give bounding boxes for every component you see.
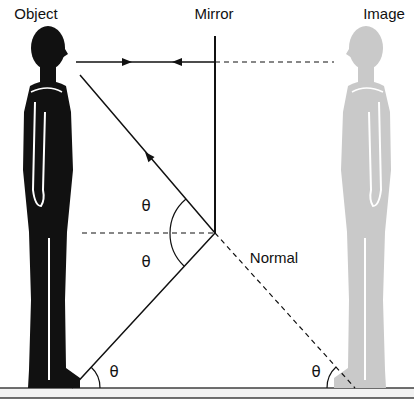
virtual-ray	[215, 61, 334, 62]
ray-arrowhead	[172, 58, 182, 66]
angle-arc	[170, 199, 186, 233]
ray-arrowhead	[122, 58, 132, 66]
angle-label: θ	[141, 198, 150, 215]
mirror-line	[214, 36, 216, 233]
image-label: Image	[363, 6, 405, 23]
floor	[0, 388, 414, 398]
normal-line	[82, 232, 215, 233]
object-label: Object	[14, 6, 57, 23]
angle-arc	[327, 367, 336, 388]
light-ray	[72, 75, 215, 388]
object-person	[23, 26, 80, 388]
virtual-ray	[215, 233, 355, 388]
angle-label: θ	[141, 254, 150, 271]
angle-label: θ	[311, 364, 320, 381]
angle-label: θ	[109, 364, 118, 381]
image-person	[334, 26, 391, 388]
angle-arc	[170, 233, 184, 266]
normal-label: Normal	[250, 250, 298, 267]
ray-arrowhead	[142, 149, 155, 162]
light-ray	[76, 61, 215, 63]
mirror-label: Mirror	[194, 6, 233, 23]
angle-arc	[91, 367, 100, 388]
